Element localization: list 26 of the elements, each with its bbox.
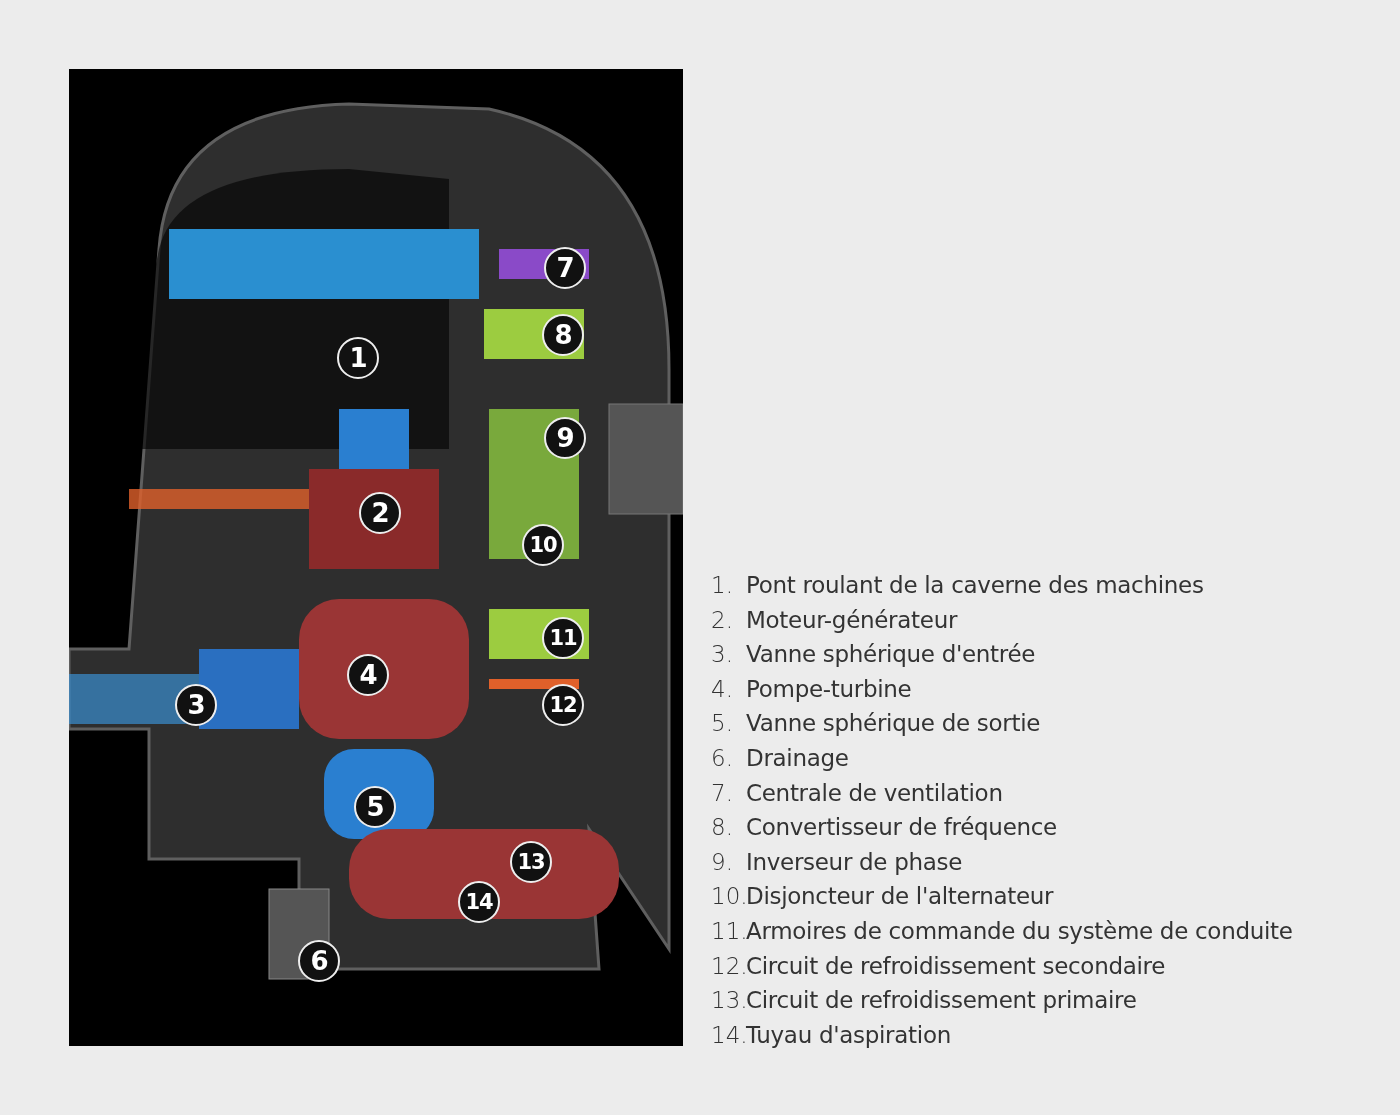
part-name: Circuit de refroidissement secondaire [746, 952, 1166, 979]
list-number: 6. [711, 745, 733, 771]
part-name: Drainage [746, 745, 849, 771]
list-number: 7. [711, 779, 733, 806]
list-number: 1. [711, 572, 733, 598]
part-name: Inverseur de phase [746, 848, 963, 875]
list-number: 5. [711, 710, 733, 737]
part-name: Centrale de ventilation [746, 779, 1003, 806]
list-number: 4. [711, 675, 733, 702]
list-number: 2. [711, 606, 733, 633]
list-number: 12. [711, 952, 748, 979]
part-name: Disjoncteur de l'alternateur [746, 883, 1054, 910]
list-number: 10. [711, 883, 748, 910]
part-name: Convertisseur de fréquence [746, 814, 1057, 841]
part-name: Circuit de refroidissement primaire [746, 987, 1137, 1014]
part-name: Tuyau d'aspiration [746, 1021, 951, 1048]
part-name: Pompe-turbine [746, 675, 912, 702]
list-number: 13. [711, 987, 748, 1014]
list-number: 3. [711, 641, 733, 668]
part-name: Pont roulant de la caverne des machines [746, 572, 1204, 598]
part-name: Vanne sphérique d'entrée [746, 641, 1036, 668]
list-number: 8. [711, 814, 733, 841]
list-number: 9. [711, 848, 733, 875]
part-name: Moteur-générateur [746, 606, 958, 633]
part-name: Armoires de commande du système de conduite [746, 918, 1293, 944]
part-name: Vanne sphérique de sortie [746, 710, 1041, 737]
